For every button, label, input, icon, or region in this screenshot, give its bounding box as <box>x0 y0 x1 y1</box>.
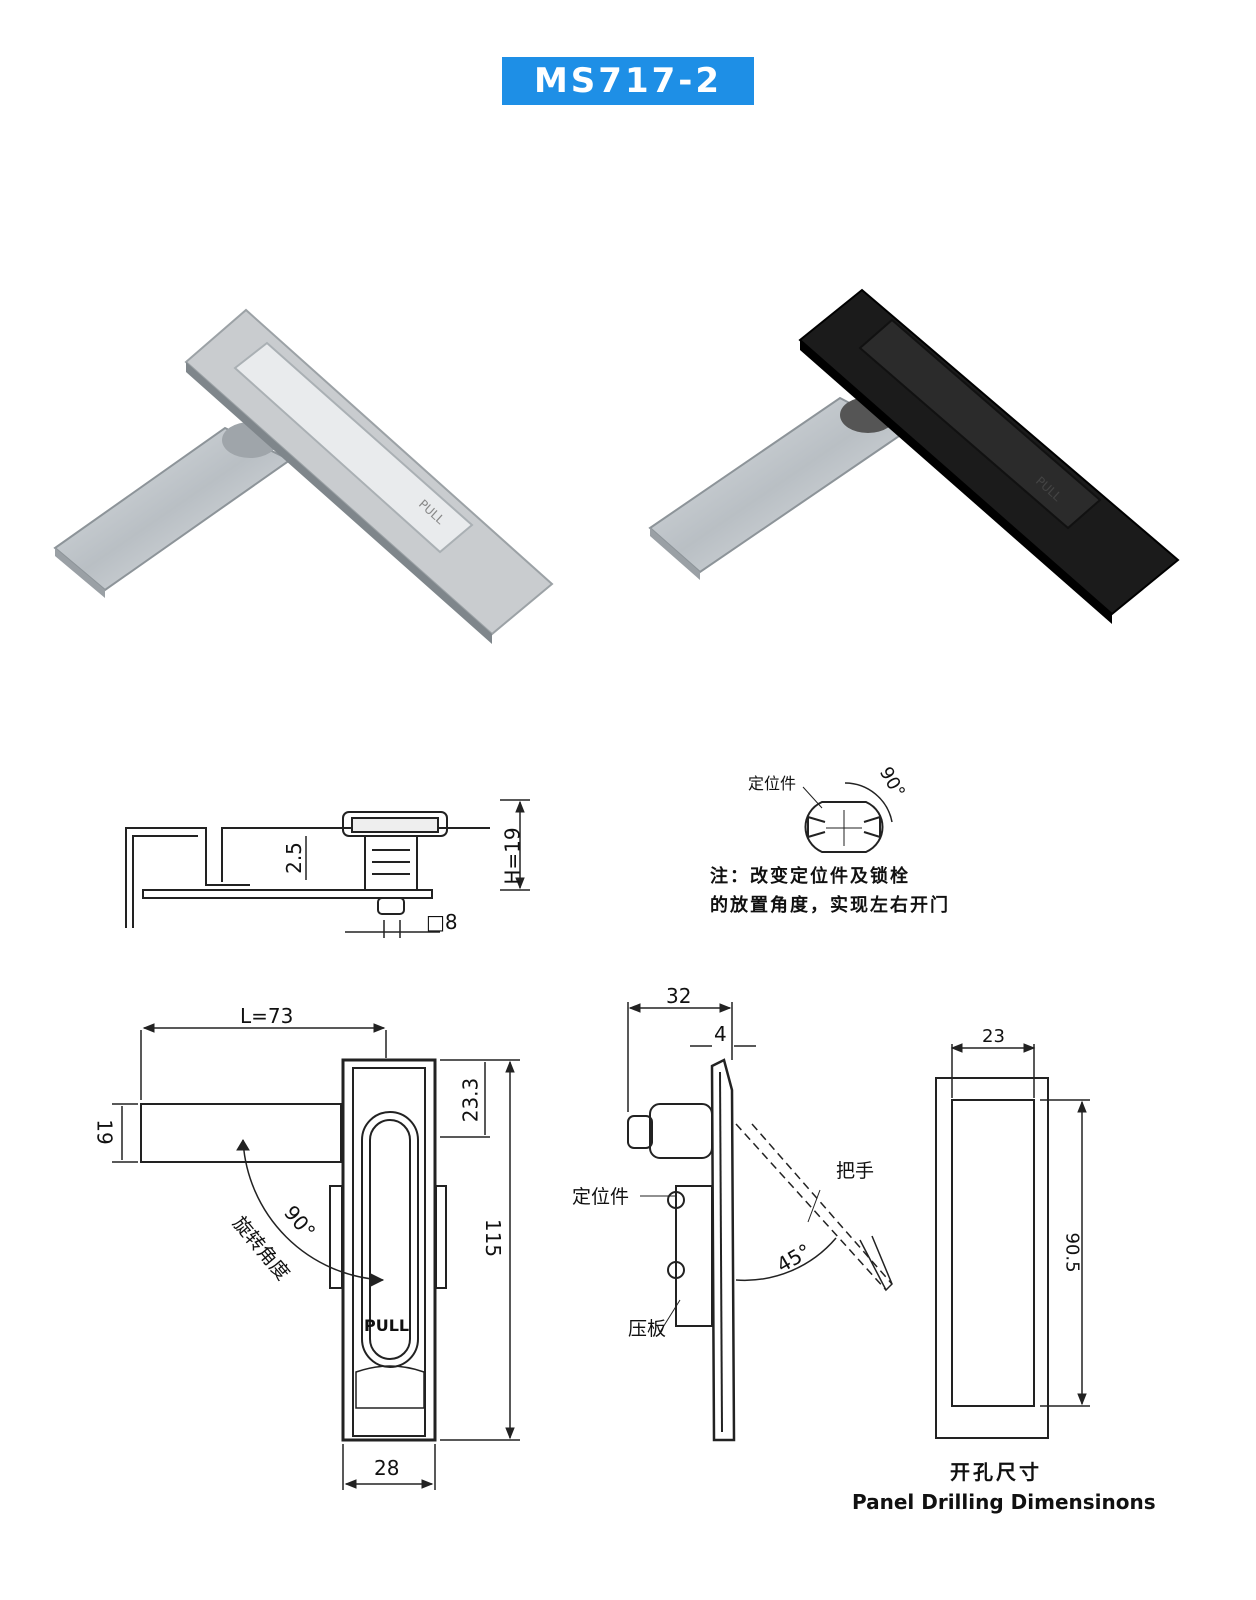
cutout-width-dimension: 23 <box>982 1026 1005 1047</box>
side-depth-dimension: 2.5 <box>281 842 306 874</box>
silver-latch-photo: PULL <box>53 308 554 644</box>
note-stop-part-label: 定位件 <box>748 774 797 793</box>
note-line-2: 的放置角度，实现左右开门 <box>710 895 950 916</box>
cutout-caption-en: Panel Drilling Dimensinons <box>852 1490 1156 1514</box>
note-line-1: 注：改变定位件及锁栓 <box>710 866 910 887</box>
cutout-height-dimension: 90.5 <box>1061 1232 1083 1273</box>
model-title-badge: MS717-2 <box>502 57 754 105</box>
profile-plate-dimension: 4 <box>714 1022 727 1046</box>
rotation-stop-drawing <box>802 782 893 853</box>
side-square-dimension: □8 <box>426 910 458 934</box>
profile-view-drawing <box>627 1002 893 1442</box>
front-view-drawing <box>112 1023 520 1490</box>
side-view-drawing <box>125 799 530 938</box>
front-pull-text: PULL <box>364 1316 410 1335</box>
profile-stop-part-label: 定位件 <box>572 1186 630 1208</box>
profile-handle-label: 把手 <box>836 1160 875 1182</box>
front-total-dimension: 115 <box>481 1218 506 1258</box>
front-tongue-dimension: 19 <box>92 1119 117 1145</box>
profile-depth-dimension: 32 <box>666 984 692 1008</box>
cutout-drawing <box>935 1043 1090 1439</box>
black-latch-photo: PULL <box>648 288 1180 624</box>
cutout-caption-cn: 开孔尺寸 <box>950 1460 1042 1484</box>
front-length-dimension: L=73 <box>240 1004 294 1028</box>
side-height-dimension: H=19 <box>500 827 525 885</box>
product-photos: PULL PULL <box>53 288 1180 644</box>
front-top-dimension: 23.3 <box>458 1077 483 1123</box>
front-width-dimension: 28 <box>374 1456 400 1480</box>
profile-plate-label: 压板 <box>628 1318 667 1340</box>
